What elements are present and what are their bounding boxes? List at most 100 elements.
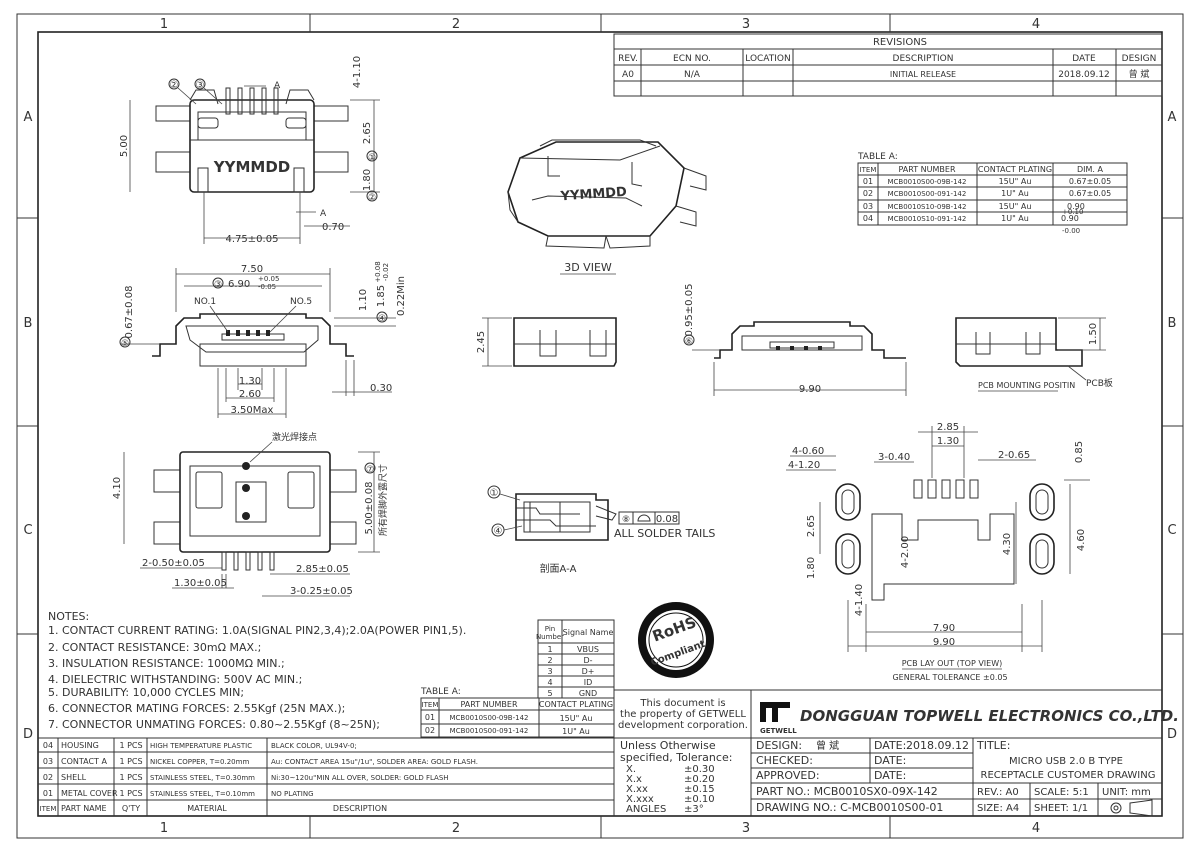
tb-part-no: PART NO.: MCB0010SX0-09X-142 bbox=[756, 785, 938, 798]
bom-r2-desc: Au: CONTACT AREA 15u"/1u", SOLDER AREA: … bbox=[271, 758, 478, 766]
getwell-logo-icon bbox=[760, 702, 790, 722]
mount-view: 1.50 PCB MOUNTING POSITIN PCB板 bbox=[955, 317, 1113, 392]
front-dim-inner-tol-plus: +0.05 bbox=[258, 275, 279, 283]
front-dim-185: 1.85 bbox=[376, 285, 387, 307]
ta-top-h-dim: DIM. A bbox=[1077, 165, 1104, 174]
tol-angles-val: ±3° bbox=[684, 804, 704, 815]
ta-top-h-item: ITEM bbox=[860, 166, 877, 174]
top-view-mark-2: ② bbox=[170, 80, 179, 91]
zone-row-c-left: C bbox=[23, 523, 32, 538]
front-dim-030: 0.30 bbox=[370, 383, 392, 394]
pin-3: 3 bbox=[547, 667, 552, 676]
top-view-dim-pitch1: 2.65 bbox=[362, 122, 373, 144]
pin-3-signal: D+ bbox=[582, 667, 595, 676]
pcb-side-dim-095: 0.95±0.05 bbox=[684, 284, 695, 337]
tol-title-2: specified, Tolerance: bbox=[620, 751, 732, 764]
ta-bot-r2-plating: 1U" Au bbox=[562, 727, 590, 736]
tb-scale: SCALE: 5:1 bbox=[1034, 787, 1089, 798]
zone-row-a-left: A bbox=[24, 110, 33, 125]
front-dim-022: 0.22Min bbox=[396, 276, 407, 316]
ta-top-r2-dim: 0.67±0.05 bbox=[1069, 189, 1111, 198]
pcb-side-bubble: ⑥ bbox=[685, 337, 693, 347]
rev-cell-design: 曾 斌 bbox=[1129, 68, 1150, 80]
ta-bot-h-plating: CONTACT PLATING bbox=[539, 700, 613, 709]
tb-drawing-no: DRAWING NO.: C-MCB0010S00-01 bbox=[756, 801, 943, 814]
bom-r3-item: 02 bbox=[43, 773, 53, 782]
pcb-layout-tolerance: GENERAL TOLERANCE ±0.05 bbox=[892, 673, 1007, 682]
tol-angles: ANGLES bbox=[626, 804, 666, 815]
front-bubble-left: ⑤ bbox=[121, 339, 129, 349]
note-4: 4. DIELECTRIC WITHSTANDING: 500V AC MIN.… bbox=[48, 673, 302, 686]
ta-top-h-part: PART NUMBER bbox=[898, 165, 955, 174]
tol-xxx-val: ±0.15 bbox=[684, 784, 715, 795]
ta-top-r4-dim: 0.90 bbox=[1061, 214, 1079, 223]
pin-1: 1 bbox=[547, 645, 552, 654]
ta-top-r4-part: MCB0010S10-091-142 bbox=[888, 215, 967, 223]
table-a-bottom-caption: TABLE A: bbox=[420, 687, 461, 697]
revisions-table: REVISIONS REV. ECN NO. LOCATION DESCRIPT… bbox=[613, 33, 1163, 97]
drawing-frame: 1 2 3 4 1 2 3 4 A B C D A B C D bbox=[16, 13, 1184, 839]
front-view: 7.50 ③ 6.90 +0.05 -0.05 NO.1 NO.5 0.67±0… bbox=[119, 261, 407, 418]
mount-dim-150: 1.50 bbox=[1088, 323, 1099, 345]
bom-h-material: MATERIAL bbox=[187, 804, 227, 813]
zone-row-a-right: A bbox=[1168, 110, 1177, 125]
ta-top-r3-item: 03 bbox=[863, 202, 873, 211]
rev-header-ecn: ECN NO. bbox=[673, 54, 711, 64]
section-flat-note: ALL SOLDER TAILS bbox=[614, 527, 715, 540]
pcb-dim-085: 0.85 bbox=[1074, 441, 1085, 463]
pcb-dim-285: 2.85 bbox=[937, 422, 959, 433]
bom-r4-item: 01 bbox=[43, 789, 53, 798]
rev-cell-date: 2018.09.12 bbox=[1058, 70, 1110, 80]
zone-col-3-top: 3 bbox=[742, 17, 750, 32]
zone-row-d-left: D bbox=[23, 727, 33, 742]
zone-col-1-bottom: 1 bbox=[160, 821, 168, 836]
tb-title-line-2: RECEPTACLE CUSTOMER DRAWING bbox=[981, 770, 1156, 781]
note-2: 2. CONTACT RESISTANCE: 30mΩ MAX.; bbox=[48, 641, 261, 654]
ta-bot-r2-item: 02 bbox=[425, 726, 435, 735]
zone-col-4-top: 4 bbox=[1032, 17, 1040, 32]
front-no5-label: NO.5 bbox=[290, 297, 312, 307]
tb-date-label-3: DATE: bbox=[874, 769, 906, 782]
tb-rev: REV.: A0 bbox=[977, 787, 1019, 798]
tb-title-label: TITLE: bbox=[976, 739, 1010, 752]
zone-row-b-left: B bbox=[24, 316, 33, 331]
tb-date-label-2: DATE: bbox=[874, 754, 906, 767]
bom-r3-material: STAINLESS STEEL, T=0.30mm bbox=[150, 774, 255, 782]
front-dim-110: 1.10 bbox=[358, 289, 369, 311]
pin-table: Pin Number Signal Name 1 VBUS 2 D- 3 D+ … bbox=[536, 619, 615, 699]
front-dim-260: 2.60 bbox=[239, 389, 261, 400]
pin-1-signal: VBUS bbox=[577, 645, 599, 654]
rev-header-design: DESIGN bbox=[1122, 54, 1157, 64]
rev-header-location: LOCATION bbox=[745, 54, 791, 64]
tb-approved-label: APPROVED: bbox=[756, 769, 820, 782]
bom-r3-qty: 1 PCS bbox=[119, 773, 142, 782]
title-block: DESIGN: 曾 斌 DATE: 2018.09.12 CHECKED: DA… bbox=[751, 738, 1162, 817]
tb-date-label-1: DATE: bbox=[874, 739, 906, 752]
front-dim-130: 1.30 bbox=[239, 376, 261, 387]
bom-h-item: ITEM bbox=[40, 805, 57, 813]
notes-heading: NOTES: bbox=[48, 610, 89, 623]
pin-5-signal: GND bbox=[579, 689, 597, 698]
pcb-dim-460: 4.60 bbox=[1076, 529, 1087, 551]
top-view-bubble-1: ① bbox=[368, 153, 376, 163]
title-strip: This document is the property of GETWELL… bbox=[38, 689, 1179, 816]
pcb-dim-130: 1.30 bbox=[937, 436, 959, 447]
bom-h-desc: DESCRIPTION bbox=[333, 804, 387, 813]
rev-cell-description: INITIAL RELEASE bbox=[890, 70, 956, 79]
ta-top-r2-item: 02 bbox=[863, 189, 873, 198]
section-caption: 剖面A-A bbox=[540, 562, 577, 575]
tol-title-1: Unless Otherwise bbox=[620, 739, 716, 752]
front-dim-185-tol-plus: +0.08 bbox=[374, 261, 382, 282]
pin-4: 4 bbox=[547, 678, 552, 687]
ta-bot-r2-part: MCB0010S00-091-142 bbox=[450, 727, 529, 735]
pcb-dim-265: 2.65 bbox=[806, 515, 817, 537]
tb-sheet: SHEET: 1/1 bbox=[1034, 803, 1088, 814]
tol-xxxx-val: ±0.10 bbox=[684, 794, 715, 805]
property-line-1: This document is bbox=[639, 698, 725, 709]
note-6: 6. CONNECTOR MATING FORCES: 2.55Kgf (25N… bbox=[48, 702, 345, 715]
top-view-dim-small: 0.70 bbox=[322, 222, 344, 233]
bom-r4-qty: 1 PCS bbox=[119, 789, 142, 798]
note-5: 5. DURABILITY: 10,000 CYCLES MIN; bbox=[48, 686, 244, 699]
pcb-dim-180: 1.80 bbox=[806, 557, 817, 579]
ta-top-r3-part: MCB0010S10-09B-142 bbox=[887, 203, 966, 211]
